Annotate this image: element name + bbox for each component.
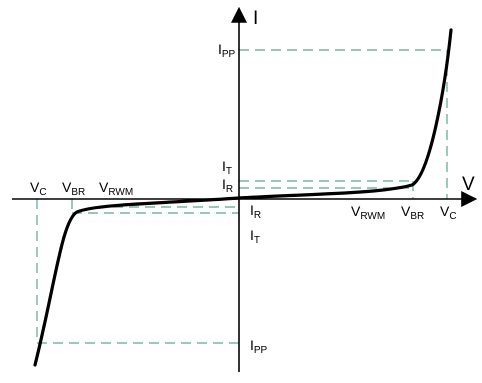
x-axis-label: V bbox=[462, 174, 475, 195]
label-it-top: IT bbox=[222, 158, 232, 177]
label-vc-left: VC bbox=[30, 179, 47, 198]
label-ir-bottom: IR bbox=[250, 202, 261, 221]
label-vrwm-right: VRWM bbox=[351, 203, 385, 222]
iv-curve bbox=[33, 28, 453, 367]
y-axis-label: I bbox=[253, 8, 258, 29]
label-it-bottom: IT bbox=[250, 227, 260, 246]
label-ir-top: IR bbox=[222, 176, 233, 195]
label-ipp-bottom: IPP bbox=[250, 337, 268, 356]
label-vbr-left: VBR bbox=[62, 179, 85, 198]
label-ipp-top: IPP bbox=[218, 41, 236, 60]
label-vbr-right: VBR bbox=[401, 203, 424, 222]
label-vc-right: VC bbox=[440, 203, 457, 222]
guide-lines bbox=[36, 49, 448, 344]
label-vrwm-left: VRWM bbox=[99, 179, 133, 198]
